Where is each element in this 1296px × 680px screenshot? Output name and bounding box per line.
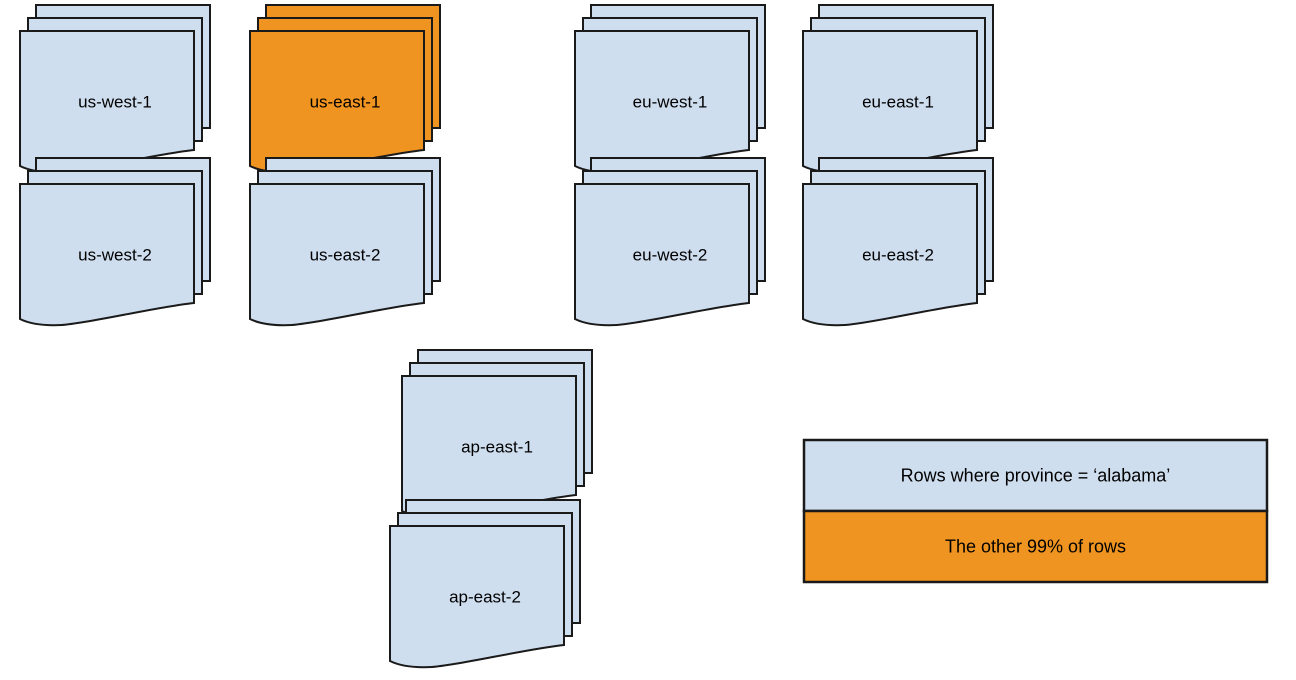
document-stack-us-west-2[interactable]: us-west-2 [19,157,211,327]
legend-row-0: Rows where province = ‘alabama’ [802,438,1269,513]
document-stack-us-west-1[interactable]: us-west-1 [19,4,211,174]
stack-label: us-east-2 [310,245,381,264]
legend-label: Rows where province = ‘alabama’ [901,465,1171,485]
document-sheet-front [389,525,565,669]
stack-label: us-west-1 [78,92,152,111]
legend-swatch [802,438,1269,513]
document-sheet-front [574,183,750,327]
document-stack-us-east-2[interactable]: us-east-2 [249,157,441,327]
document-sheet-front [802,183,978,327]
stack-label: eu-west-2 [633,245,708,264]
stack-label: ap-east-1 [461,437,533,456]
document-stacks-group: us-west-1 us-east-1 eu-west-1 eu-east-1 us-w… [19,4,994,669]
legend-row-1: The other 99% of rows [802,509,1269,584]
legend-swatch [802,509,1269,584]
document-sheet-front [19,183,195,327]
stack-label: eu-east-2 [862,245,934,264]
legend-group: Rows where province = ‘alabama’ The other… [802,438,1269,584]
document-stack-eu-east-1[interactable]: eu-east-1 [802,4,994,174]
stack-label: eu-west-1 [633,92,708,111]
stack-label: us-east-1 [310,92,381,111]
document-stack-ap-east-2[interactable]: ap-east-2 [389,499,581,669]
document-stack-ap-east-1[interactable]: ap-east-1 [401,349,593,519]
stack-label: ap-east-2 [449,587,521,606]
document-stack-eu-west-2[interactable]: eu-west-2 [574,157,766,327]
stack-label: eu-east-1 [862,92,934,111]
document-stack-us-east-1[interactable]: us-east-1 [249,4,441,174]
document-stack-eu-west-1[interactable]: eu-west-1 [574,4,766,174]
document-stack-eu-east-2[interactable]: eu-east-2 [802,157,994,327]
legend-label: The other 99% of rows [945,536,1126,556]
document-sheet-front [249,183,425,327]
stack-label: us-west-2 [78,245,152,264]
